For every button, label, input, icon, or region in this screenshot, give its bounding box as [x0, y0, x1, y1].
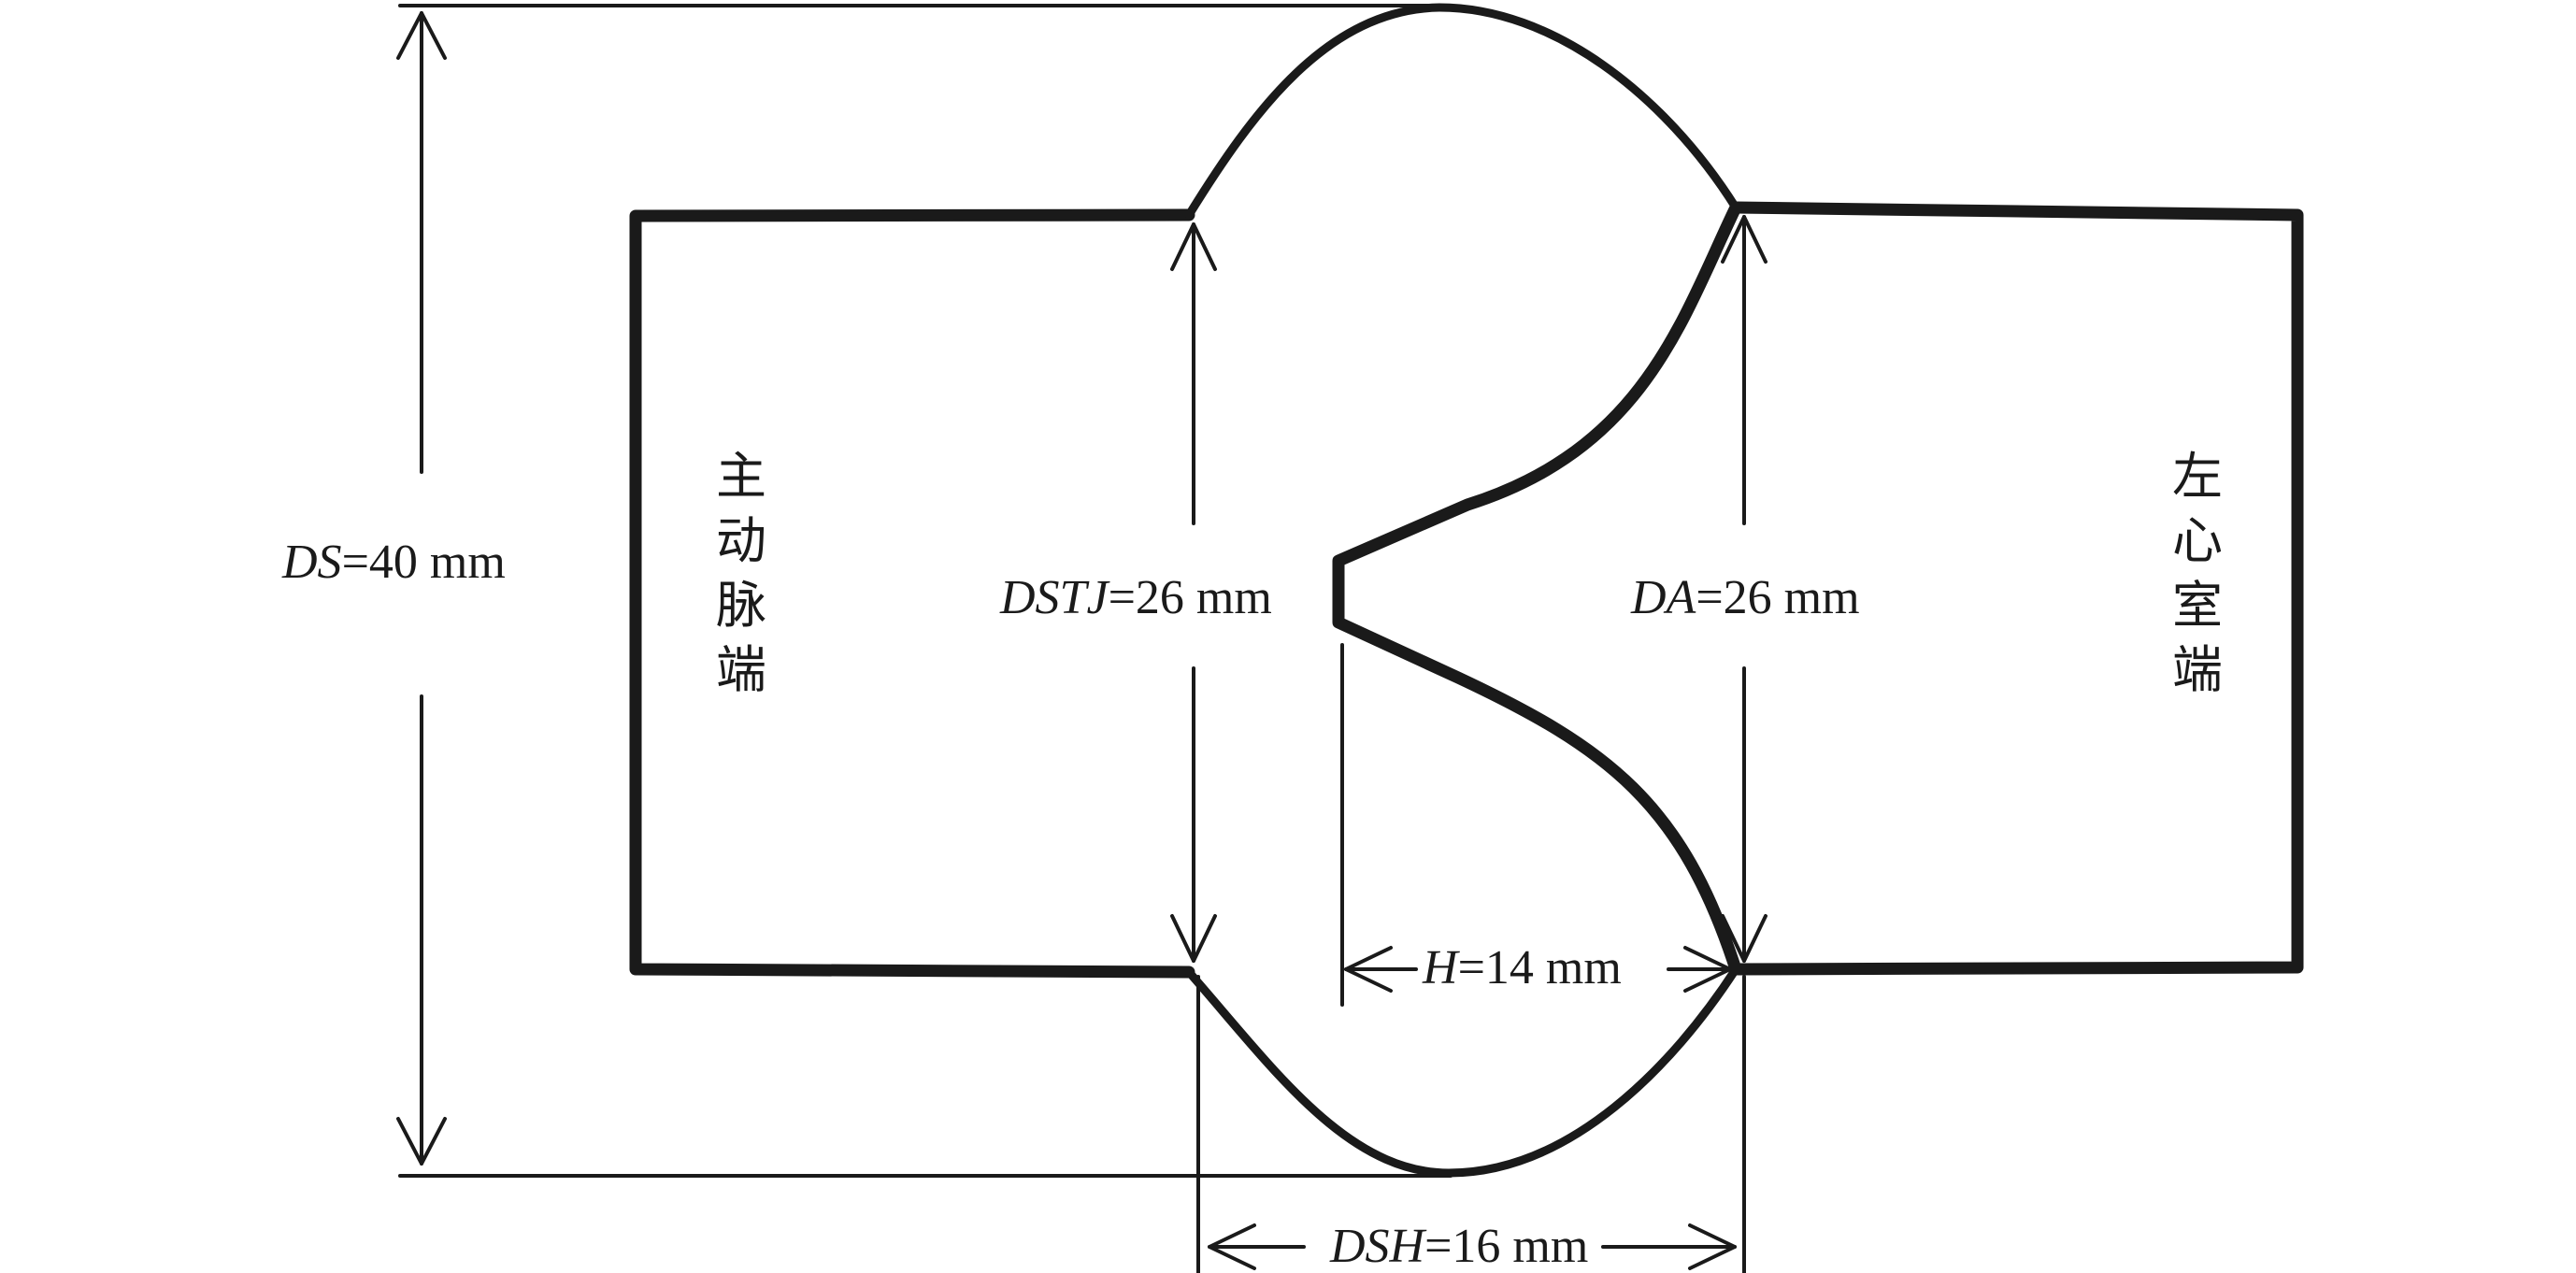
ventricular-end-char-4: 端 [2172, 640, 2223, 699]
ds-arrowhead-bottom [396, 1117, 447, 1166]
da-arrowhead-top [1721, 215, 1767, 264]
valve-leaflet-profile [1332, 201, 1742, 976]
dsh-label: DSH=16 mm [1329, 1220, 1588, 1273]
h-arrowhead-left [1344, 946, 1393, 993]
da-label-value: =26 mm [1696, 571, 1859, 624]
h-label: H=14 mm [1422, 941, 1622, 994]
dstj-label: DSTJ=26 mm [999, 571, 1272, 624]
sinus-lower-bulge [1184, 965, 1740, 1178]
sinus-upper-bulge [1184, 3, 1740, 220]
dsh-label-variable: DSH [1329, 1220, 1427, 1273]
dsh-arrowhead-left [1208, 1223, 1256, 1270]
dstj-label-variable: DSTJ [999, 571, 1110, 624]
ds-label: DS=40 mm [281, 536, 506, 589]
dstj-arrowhead-top [1170, 222, 1217, 271]
ventricular-end-char-1: 左 [2172, 447, 2223, 506]
ds-arrowhead-top [396, 11, 447, 60]
aortic-end-char-1: 主 [716, 447, 766, 506]
ventricular-end-char-2: 心 [2172, 511, 2223, 570]
dstj-label-value: =26 mm [1109, 571, 1272, 624]
aortic-end-char-2: 动 [716, 511, 766, 570]
da-label-variable: DA [1630, 571, 1696, 624]
h-label-value: =14 mm [1458, 941, 1622, 994]
h-label-variable: H [1422, 941, 1460, 994]
dsh-arrowhead-right [1688, 1223, 1737, 1270]
dstj-arrowhead-bottom [1170, 914, 1217, 963]
dsh-label-value: =16 mm [1424, 1220, 1588, 1273]
ds-label-variable: DS [281, 536, 342, 589]
aortic-end-char-3: 脉 [716, 576, 766, 635]
h-arrowhead-right [1683, 946, 1732, 993]
ventricular-end-char-3: 室 [2172, 576, 2223, 635]
aortic-end-char-4: 端 [716, 640, 766, 699]
da-arrowhead-bottom [1721, 914, 1767, 963]
tube-outline-right [1729, 201, 2304, 976]
da-label: DA=26 mm [1630, 571, 1860, 624]
ds-label-value: =40 mm [342, 536, 506, 589]
tube-outline [629, 208, 1195, 979]
